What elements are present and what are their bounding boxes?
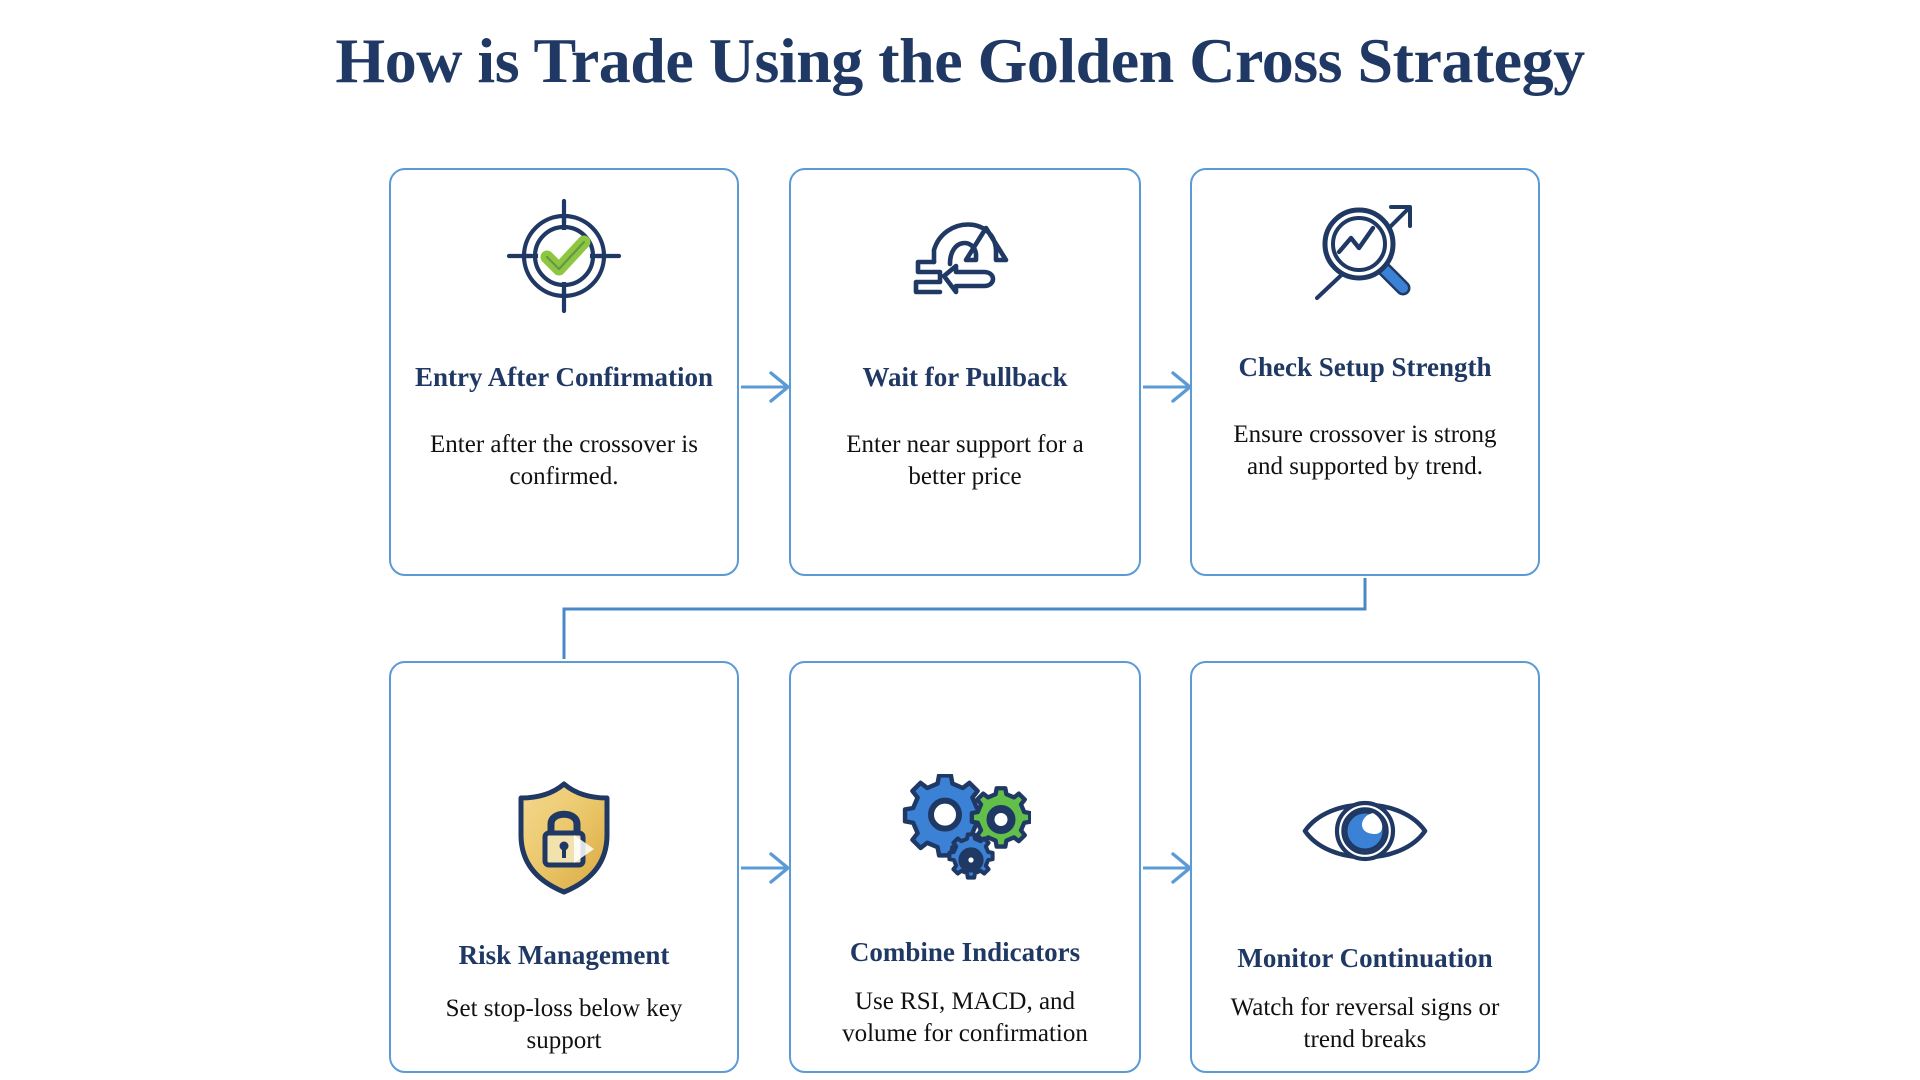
card-description: Enter near support for a better price xyxy=(846,431,1084,491)
arrow-combine-to-monitor xyxy=(1143,852,1192,884)
arrow-pullback-to-strength xyxy=(1143,371,1192,403)
shield-lock-icon xyxy=(489,778,639,898)
gears-icon xyxy=(890,773,1040,893)
arrow-risk-to-combine xyxy=(741,852,790,884)
card-title: Combine Indicators xyxy=(849,937,1081,967)
card-title: Entry After Confirmation xyxy=(415,362,713,392)
card-title: Check Setup Strength xyxy=(1238,352,1492,382)
step-card-check-setup-strength[interactable]: Check Setup Strength Ensure crossover is… xyxy=(1190,168,1540,576)
step-card-wait-for-pullback[interactable]: Wait for Pullback Enter near support for… xyxy=(789,168,1141,576)
elbow-strength-to-risk xyxy=(562,578,1367,659)
card-description: Enter after the crossover is confirmed. xyxy=(430,431,698,491)
card-description: Watch for reversal signs or trend breaks xyxy=(1230,994,1500,1054)
card-description: Use RSI, MACD, and volume for confirmati… xyxy=(842,988,1088,1048)
step-card-entry-after-confirmation[interactable]: Entry After Confirmation Enter after the… xyxy=(389,168,739,576)
target-check-icon xyxy=(489,196,639,316)
eye-icon xyxy=(1290,771,1440,891)
pullback-arrows-icon xyxy=(890,196,1040,316)
card-title: Wait for Pullback xyxy=(862,362,1068,392)
magnifier-chart-icon xyxy=(1290,192,1440,312)
step-card-risk-management[interactable]: Risk Management Set stop-loss below key … xyxy=(389,661,739,1073)
card-description: Set stop-loss below key support xyxy=(445,995,683,1055)
arrow-entry-to-pullback xyxy=(741,371,790,403)
step-card-monitor-continuation[interactable]: Monitor Continuation Watch for reversal … xyxy=(1190,661,1540,1073)
card-title: Monitor Continuation xyxy=(1237,943,1493,973)
card-description: Ensure crossover is strong and supported… xyxy=(1233,421,1497,481)
card-title: Risk Management xyxy=(458,940,670,970)
page-title: How is Trade Using the Golden Cross Stra… xyxy=(335,25,1585,96)
step-card-combine-indicators[interactable]: Combine Indicators Use RSI, MACD, and vo… xyxy=(789,661,1141,1073)
